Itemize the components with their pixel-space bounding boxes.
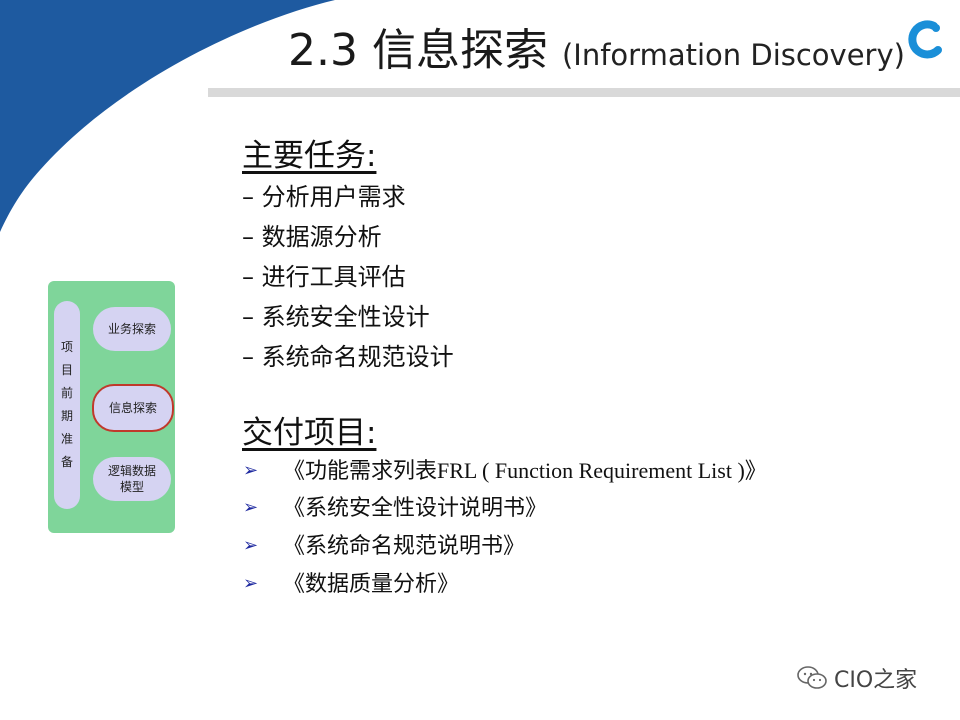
slide-title: 2.3 信息探索 (Information Discovery) [288, 14, 905, 78]
deliverable-item: ➢《数据质量分析》 [243, 572, 460, 597]
task-item: – 数据源分析 [242, 223, 382, 251]
wechat-icon [797, 666, 827, 689]
phase-char: 前 [60, 386, 73, 400]
title-divider [208, 88, 960, 97]
arrow-bullet-icon: ➢ [243, 535, 259, 556]
deliverable-item: ➢《功能需求列表FRL ( Function Requirement List … [243, 458, 767, 484]
deliverable-item: ➢《系统命名规范说明书》 [243, 534, 526, 559]
task-item: – 分析用户需求 [242, 183, 406, 211]
step-business-exploration: 业务探索 [93, 307, 171, 351]
arrow-bullet-icon: ➢ [243, 573, 259, 594]
phase-char: 期 [60, 409, 73, 423]
corner-decoration [0, 0, 335, 232]
watermark: CIO之家 [796, 662, 917, 694]
step-logical-data-model: 逻辑数据 模型 [93, 457, 171, 501]
phase-char: 准 [60, 432, 73, 446]
watermark-text: CIO之家 [834, 668, 918, 693]
phase-label-bar: 项 目 前 期 准 备 [54, 301, 80, 509]
deliverables-heading: 交付项目: [242, 415, 377, 451]
slide-title-subtitle: (Information Discovery) [561, 38, 905, 72]
task-item: – 系统命名规范设计 [242, 343, 454, 371]
arrow-bullet-icon: ➢ [243, 497, 259, 518]
step-information-exploration: 信息探索 [92, 384, 174, 432]
tasks-heading: 主要任务: [242, 138, 377, 174]
task-item: – 系统安全性设计 [242, 303, 430, 331]
arrow-bullet-icon: ➢ [243, 460, 259, 481]
brand-logo-icon [908, 20, 942, 59]
slide-title-main: 2.3 信息探索 [288, 25, 548, 76]
phase-diagram: 项 目 前 期 准 备 业务探索 信息探索 逻辑数据 模型 [48, 281, 175, 533]
task-item: – 进行工具评估 [242, 263, 406, 291]
phase-char: 目 [60, 363, 73, 377]
phase-char: 项 [60, 340, 73, 354]
deliverable-item: ➢《系统安全性设计说明书》 [243, 496, 548, 521]
phase-char: 备 [60, 455, 73, 469]
